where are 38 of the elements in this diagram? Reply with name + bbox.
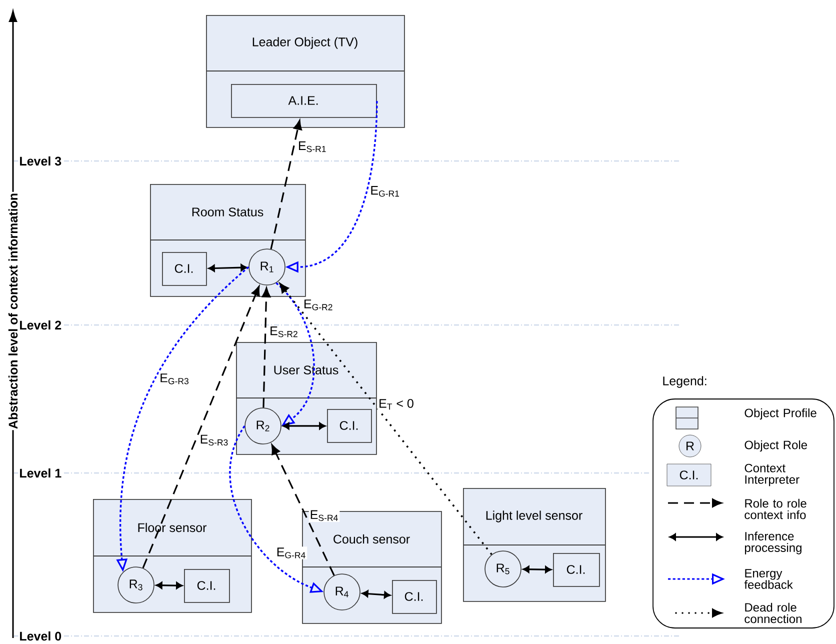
legend-label: Energy feedback <box>744 569 793 589</box>
edge-label: E$_{S-R1}$ <box>296 140 328 154</box>
edge-label: E$_{G-R1}$ <box>369 185 401 198</box>
interpreter-box: A.I.E. <box>231 84 377 118</box>
edge-label: E$_{G-R2}$ <box>302 298 334 312</box>
edge-label: E$_{G-R3}$ <box>158 372 190 386</box>
interpreter-box: C.I. <box>327 409 372 443</box>
level-label: Level 0 <box>18 630 63 642</box>
interpreter-box: C.I. <box>162 252 207 286</box>
legend-label: Object Role <box>744 440 807 452</box>
legend-label: Object Profile <box>744 408 816 420</box>
dotted-arrow <box>280 283 492 556</box>
legend-label: Context Interpreter <box>744 464 800 486</box>
edge-label: E$_{S-R4}$ <box>308 509 340 522</box>
level-label: Level 1 <box>18 467 63 479</box>
arrow <box>362 590 391 598</box>
arrow <box>271 444 335 576</box>
level-label: Level 2 <box>18 319 63 331</box>
interpreter-box: C.I. <box>553 553 600 587</box>
edge-label: E$_{T}$ < 0 <box>378 398 415 411</box>
arrow <box>208 264 248 272</box>
legend-title: Legend: <box>663 376 706 388</box>
legend-label: Inference processing <box>744 532 802 554</box>
level-label: Level 3 <box>18 155 63 167</box>
arrow <box>142 286 260 568</box>
arrow <box>282 422 326 430</box>
edge-label: E$_{G-R4}$ <box>275 546 308 560</box>
interpreter-box: C.I. <box>392 580 437 614</box>
arrow <box>522 566 552 574</box>
arrow <box>270 120 302 250</box>
energy-arrow <box>276 282 315 426</box>
arrow <box>262 288 271 408</box>
edge-label: E$_{S-R2}$ <box>268 326 300 338</box>
legend-label: Role to role context info <box>744 498 806 520</box>
edge-label: E$_{S-R3}$ <box>198 434 230 447</box>
legend-label: Dead role connection <box>744 602 802 624</box>
interpreter-box: C.I. <box>184 569 230 603</box>
arrow <box>156 582 183 590</box>
